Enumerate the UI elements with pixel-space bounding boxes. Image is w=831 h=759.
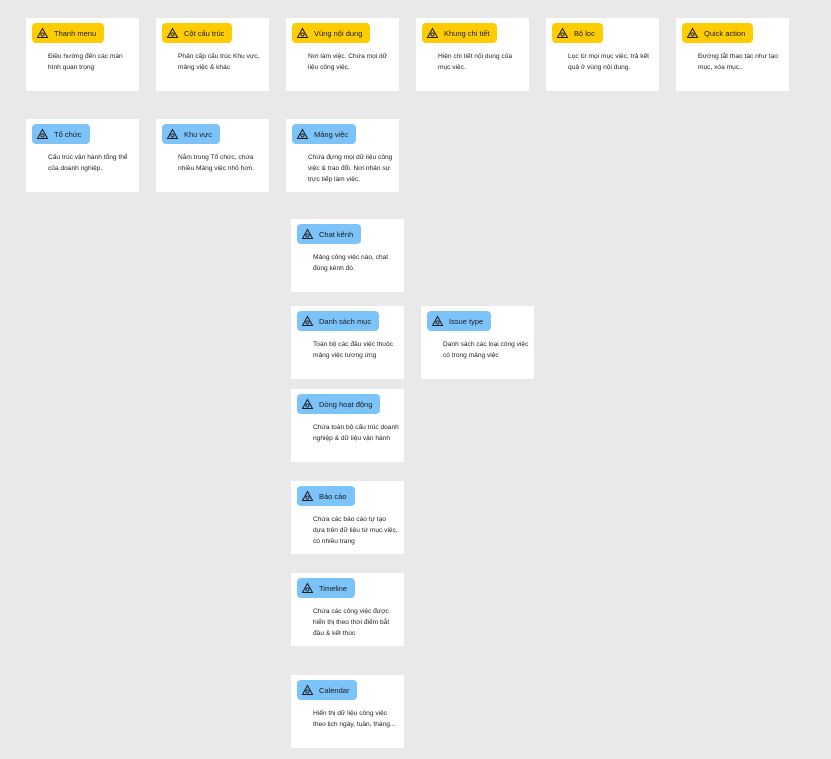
card-khu-vuc: Khu vực Nằm trong Tổ chức, chứa nhiều Mả… bbox=[156, 119, 269, 192]
card-description: Đường tắt thao tác như tạo mục, xóa mục.… bbox=[698, 53, 778, 71]
tag-label: Tổ chức bbox=[54, 129, 82, 139]
tag-label: Báo cáo bbox=[319, 491, 347, 501]
tag-to-chuc: Tổ chức bbox=[32, 124, 90, 144]
card-timeline: Timeline Chứa các công việc được hiển th… bbox=[291, 573, 404, 646]
tag-label: Dòng hoạt động bbox=[319, 399, 373, 409]
card-description: Phân cấp cấu trúc Khu vực, mảng việc & k… bbox=[178, 53, 260, 71]
card-cot-cau-truc: Cột cấu trúc Phân cấp cấu trúc Khu vực, … bbox=[156, 18, 269, 91]
tag-dong-hoat-dong: Dòng hoạt động bbox=[297, 394, 381, 414]
component-icon bbox=[301, 314, 314, 328]
tag-vung-noi-dung: Vùng nội dung bbox=[292, 23, 371, 43]
card-quick-action: Quick action Đường tắt thao tác như tạo … bbox=[676, 18, 789, 91]
component-icon bbox=[301, 489, 314, 503]
tag-label: Khu vực bbox=[184, 129, 212, 139]
card-dong-hoat-dong: Dòng hoạt động Chứa toàn bộ cấu trúc doa… bbox=[291, 389, 404, 462]
card-danh-sach-muc: Danh sách mục Toàn bộ các đầu việc thuộc… bbox=[291, 306, 404, 379]
tag-label: Danh sách mục bbox=[319, 316, 372, 326]
tag-timeline: Timeline bbox=[297, 578, 356, 598]
card-description: Nằm trong Tổ chức, chứa nhiều Mảng việc … bbox=[178, 154, 255, 172]
component-icon bbox=[301, 227, 314, 241]
tag-khung-chi-tiet: Khung chi tiết bbox=[422, 23, 498, 43]
tag-bo-loc: Bộ lọc bbox=[552, 23, 603, 43]
component-icon bbox=[556, 26, 569, 40]
card-calendar: Calendar Hiển thị dữ liệu công việc theo… bbox=[291, 675, 404, 748]
tag-issue-type: Issue type bbox=[427, 311, 492, 331]
tag-danh-sach-muc: Danh sách mục bbox=[297, 311, 380, 331]
card-to-chuc: Tổ chức Cấu trúc vận hành tổng thể của d… bbox=[26, 119, 139, 192]
card-description: Chứa toàn bộ cấu trúc doanh nghiệp & dữ … bbox=[313, 424, 399, 442]
tag-label: Quick action bbox=[704, 28, 746, 38]
tag-label: Chat kênh bbox=[319, 229, 354, 239]
tag-khu-vuc: Khu vực bbox=[162, 124, 220, 144]
card-vung-noi-dung: Vùng nội dung Nơi làm việc. Chứa mọi dữ … bbox=[286, 18, 399, 91]
card-description: Chứa các báo cáo tự tạo dựa trên dữ liệu… bbox=[313, 516, 398, 545]
card-description: Điều hướng đến các màn hình quan trọng bbox=[48, 53, 123, 71]
component-icon bbox=[166, 26, 179, 40]
tag-thanh-menu: Thanh menu bbox=[32, 23, 105, 43]
card-description: Cấu trúc vận hành tổng thể của doanh ngh… bbox=[48, 154, 128, 172]
card-bao-cao: Báo cáo Chứa các báo cáo tự tạo dựa trên… bbox=[291, 481, 404, 554]
tag-label: Mảng việc bbox=[314, 129, 349, 139]
tag-chat-kenh: Chat kênh bbox=[297, 224, 362, 244]
tag-label: Issue type bbox=[449, 316, 484, 326]
component-icon bbox=[431, 314, 444, 328]
tag-label: Timeline bbox=[319, 583, 348, 593]
tag-mang-viec: Mảng việc bbox=[292, 124, 357, 144]
card-description: Toàn bộ các đầu việc thuộc mảng việc tươ… bbox=[313, 341, 393, 359]
card-description: Lọc từ mọi mục việc, trả kết quả ở vùng … bbox=[568, 53, 649, 71]
tag-label: Cột cấu trúc bbox=[184, 28, 225, 38]
tag-label: Vùng nội dung bbox=[314, 28, 363, 38]
tag-label: Bộ lọc bbox=[574, 28, 595, 38]
tag-cot-cau-truc: Cột cấu trúc bbox=[162, 23, 233, 43]
component-icon bbox=[36, 26, 49, 40]
card-description: Danh sách các loại công việc có trong mả… bbox=[443, 341, 529, 359]
tag-calendar: Calendar bbox=[297, 680, 358, 700]
component-icon bbox=[301, 683, 314, 697]
card-khung-chi-tiet: Khung chi tiết Hiện chi tiết nội dung củ… bbox=[416, 18, 529, 91]
component-icon bbox=[296, 127, 309, 141]
component-icon bbox=[301, 397, 314, 411]
card-description: Mảng công việc nào, chat đúng kênh đó. bbox=[313, 254, 389, 272]
component-icon bbox=[426, 26, 439, 40]
tag-label: Khung chi tiết bbox=[444, 28, 490, 38]
card-bo-loc: Bộ lọc Lọc từ mọi mục việc, trả kết quả … bbox=[546, 18, 659, 91]
card-chat-kenh: Chat kênh Mảng công việc nào, chat đúng … bbox=[291, 219, 404, 292]
component-icon bbox=[296, 26, 309, 40]
tag-bao-cao: Báo cáo bbox=[297, 486, 355, 506]
tag-label: Calendar bbox=[319, 685, 350, 695]
component-icon bbox=[301, 581, 314, 595]
card-description: Hiện chi tiết nội dung của mục việc. bbox=[438, 53, 513, 71]
card-description: Nơi làm việc. Chứa mọi dữ liệu công việc… bbox=[308, 53, 388, 71]
card-description: Hiển thị dữ liệu công việc theo lịch ngà… bbox=[313, 710, 396, 728]
card-mang-viec: Mảng việc Chứa đựng mọi dữ liệu công việ… bbox=[286, 119, 399, 192]
component-icon bbox=[166, 127, 179, 141]
card-thanh-menu: Thanh menu Điều hướng đến các màn hình q… bbox=[26, 18, 139, 91]
component-icon bbox=[36, 127, 49, 141]
tag-label: Thanh menu bbox=[54, 28, 97, 38]
tag-quick-action: Quick action bbox=[682, 23, 754, 43]
card-description: Chứa các công việc được hiển thị theo th… bbox=[313, 608, 390, 637]
card-description: Chứa đựng mọi dữ liệu công việc & trao đ… bbox=[308, 154, 393, 183]
card-issue-type: Issue type Danh sách các loại công việc … bbox=[421, 306, 534, 379]
component-icon bbox=[686, 26, 699, 40]
